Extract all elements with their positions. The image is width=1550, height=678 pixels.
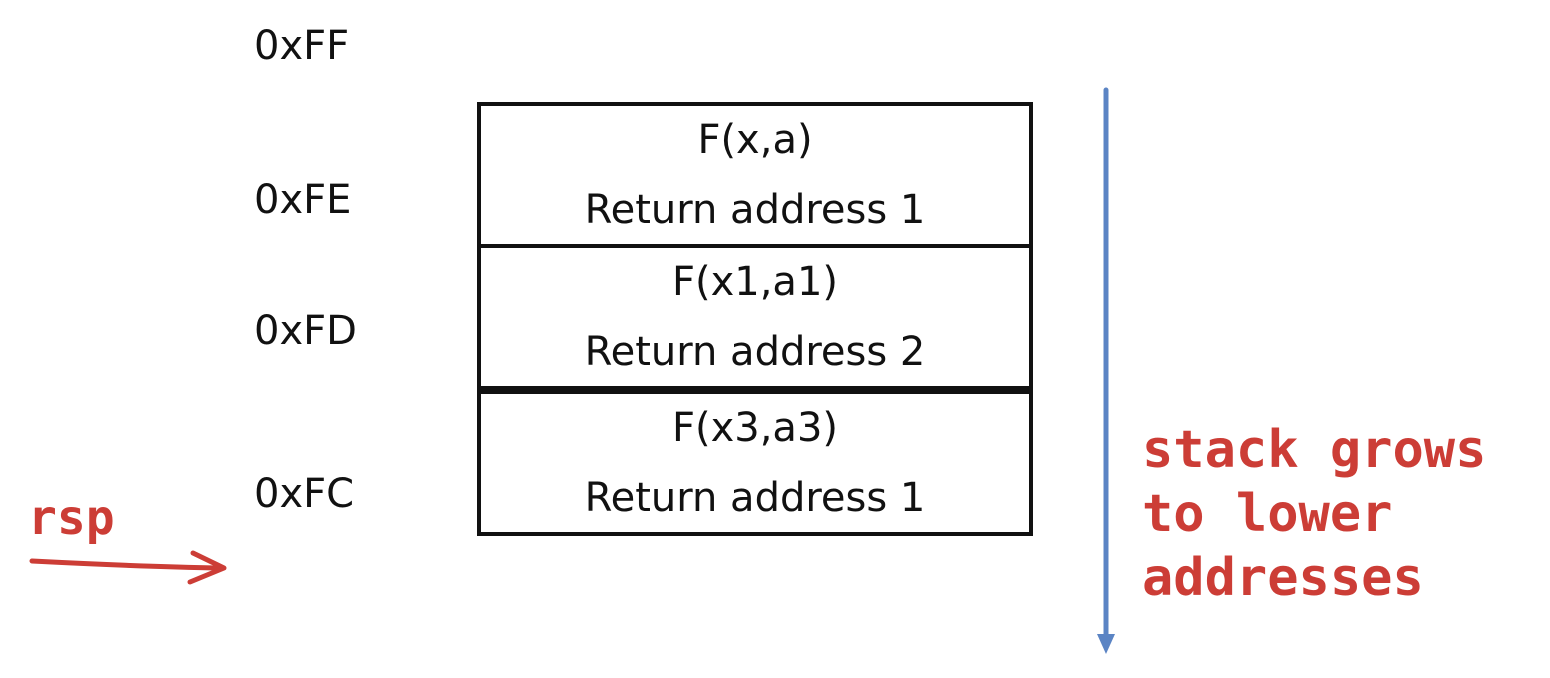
rsp-label: rsp <box>28 490 115 546</box>
stack-frame-3: F(x3,a3) Return address 1 <box>477 390 1033 536</box>
frame-return-address: Return address 1 <box>584 475 926 521</box>
stack-growth-note: stack grows to lower addresses <box>1142 418 1486 610</box>
stack-frame-1: F(x,a) Return address 1 <box>477 102 1033 248</box>
rsp-pointer-arrow <box>29 550 227 585</box>
growth-note-line: to lower <box>1142 484 1393 544</box>
address-label-0xff: 0xFF <box>254 23 350 69</box>
address-label-0xfc: 0xFC <box>254 471 355 517</box>
address-label-0xfe: 0xFE <box>254 177 352 223</box>
frame-return-address: Return address 1 <box>584 187 926 233</box>
stack-frame-2: F(x1,a1) Return address 2 <box>477 244 1033 390</box>
stack-growth-arrow <box>1097 87 1115 654</box>
frame-call: F(x,a) <box>697 117 813 163</box>
frame-return-address: Return address 2 <box>584 329 926 375</box>
growth-note-line: addresses <box>1142 548 1424 608</box>
growth-note-line: stack grows <box>1142 420 1487 480</box>
address-label-0xfd: 0xFD <box>254 308 357 354</box>
frame-call: F(x3,a3) <box>671 405 838 451</box>
frame-call: F(x1,a1) <box>671 259 838 305</box>
